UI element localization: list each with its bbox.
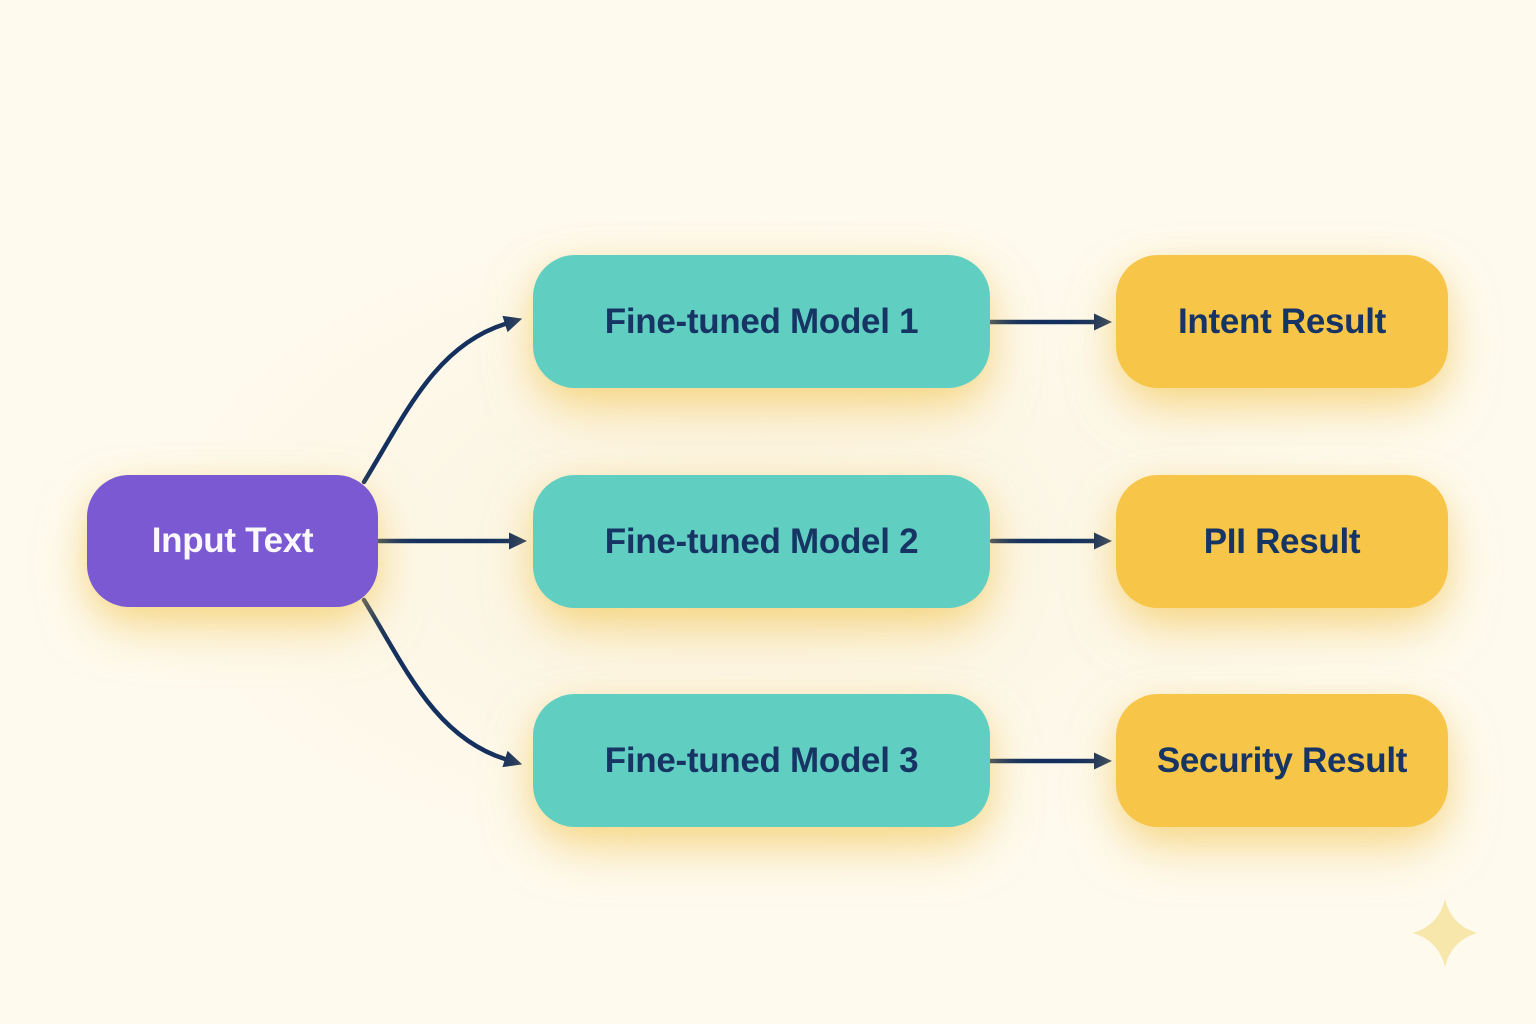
node-fine-tuned-model-1: Fine-tuned Model 1 bbox=[533, 255, 990, 388]
node-fine-tuned-model-3: Fine-tuned Model 3 bbox=[533, 694, 990, 827]
edge-input-to-model1 bbox=[361, 315, 523, 485]
sparkle-icon bbox=[1413, 899, 1477, 967]
node-input-text: Input Text bbox=[87, 475, 378, 607]
node-pii-result: PII Result bbox=[1116, 475, 1448, 608]
edge-input-to-model3 bbox=[361, 597, 523, 768]
node-fine-tuned-model-2: Fine-tuned Model 2 bbox=[533, 475, 990, 608]
node-intent-result: Intent Result bbox=[1116, 255, 1448, 388]
node-security-result: Security Result bbox=[1116, 694, 1448, 827]
